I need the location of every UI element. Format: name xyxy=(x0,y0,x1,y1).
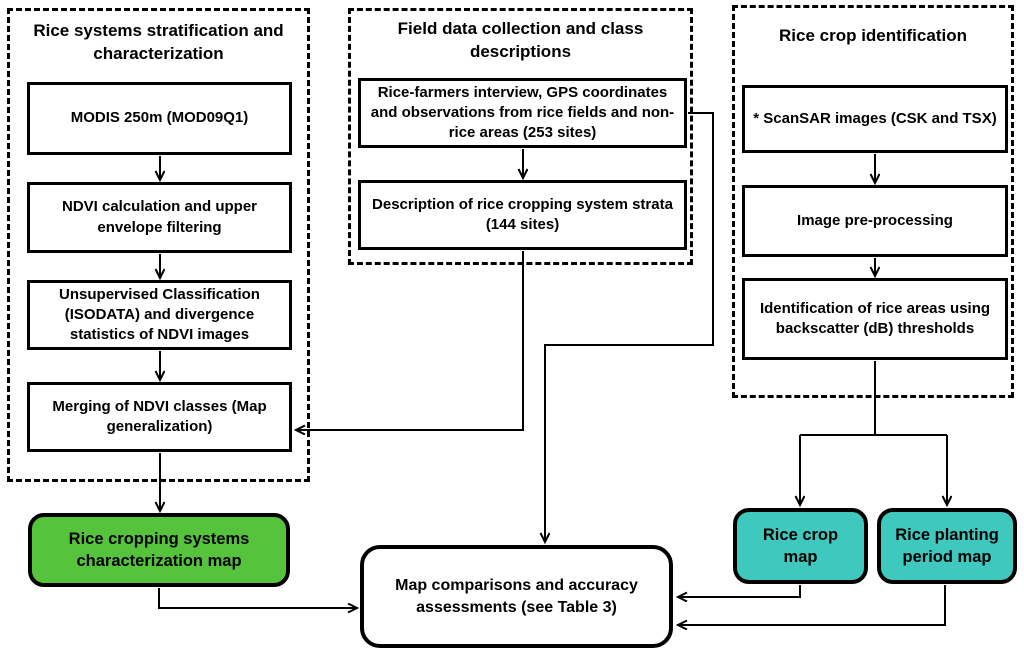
arrow-rice-crop-map-to-final xyxy=(678,585,801,597)
box-identification-rice-areas: Identification of rice areas using backs… xyxy=(742,278,1008,360)
group-title-field-data: Field data collection and class descript… xyxy=(397,19,644,61)
output-rice-planting-period-map: Rice planting period map xyxy=(877,508,1017,584)
group-rice-systems-stratification xyxy=(7,8,310,482)
box-scansar-images: * ScanSAR images (CSK and TSX) xyxy=(742,85,1008,153)
box-map-comparisons: Map comparisons and accuracy assessments… xyxy=(360,545,673,648)
group-title-stratification: Rice systems stratification and characte… xyxy=(33,21,284,63)
box-description-strata: Description of rice cropping system stra… xyxy=(358,180,687,250)
arrow-planting-map-to-final xyxy=(678,585,946,625)
output-rice-cropping-systems-map: Rice cropping systems characterization m… xyxy=(28,513,290,587)
box-rice-farmers-interview: Rice-farmers interview, GPS coordinates … xyxy=(358,78,687,148)
box-unsupervised-classification: Unsupervised Classification (ISODATA) an… xyxy=(27,280,292,350)
group-title-identification: Rice crop identification xyxy=(779,26,967,45)
arrow-description-to-merging xyxy=(296,251,524,430)
box-ndvi-calculation: NDVI calculation and upper envelope filt… xyxy=(27,182,292,253)
box-merging-ndvi-classes: Merging of NDVI classes (Map generalizat… xyxy=(27,382,292,452)
group-field-data-collection xyxy=(348,8,693,265)
arrow-green-map-to-final xyxy=(158,588,357,608)
box-image-preprocessing: Image pre-processing xyxy=(742,185,1008,257)
output-rice-crop-map: Rice crop map xyxy=(733,508,868,584)
box-modis: MODIS 250m (MOD09Q1) xyxy=(27,82,292,155)
group-rice-crop-identification xyxy=(732,5,1014,398)
